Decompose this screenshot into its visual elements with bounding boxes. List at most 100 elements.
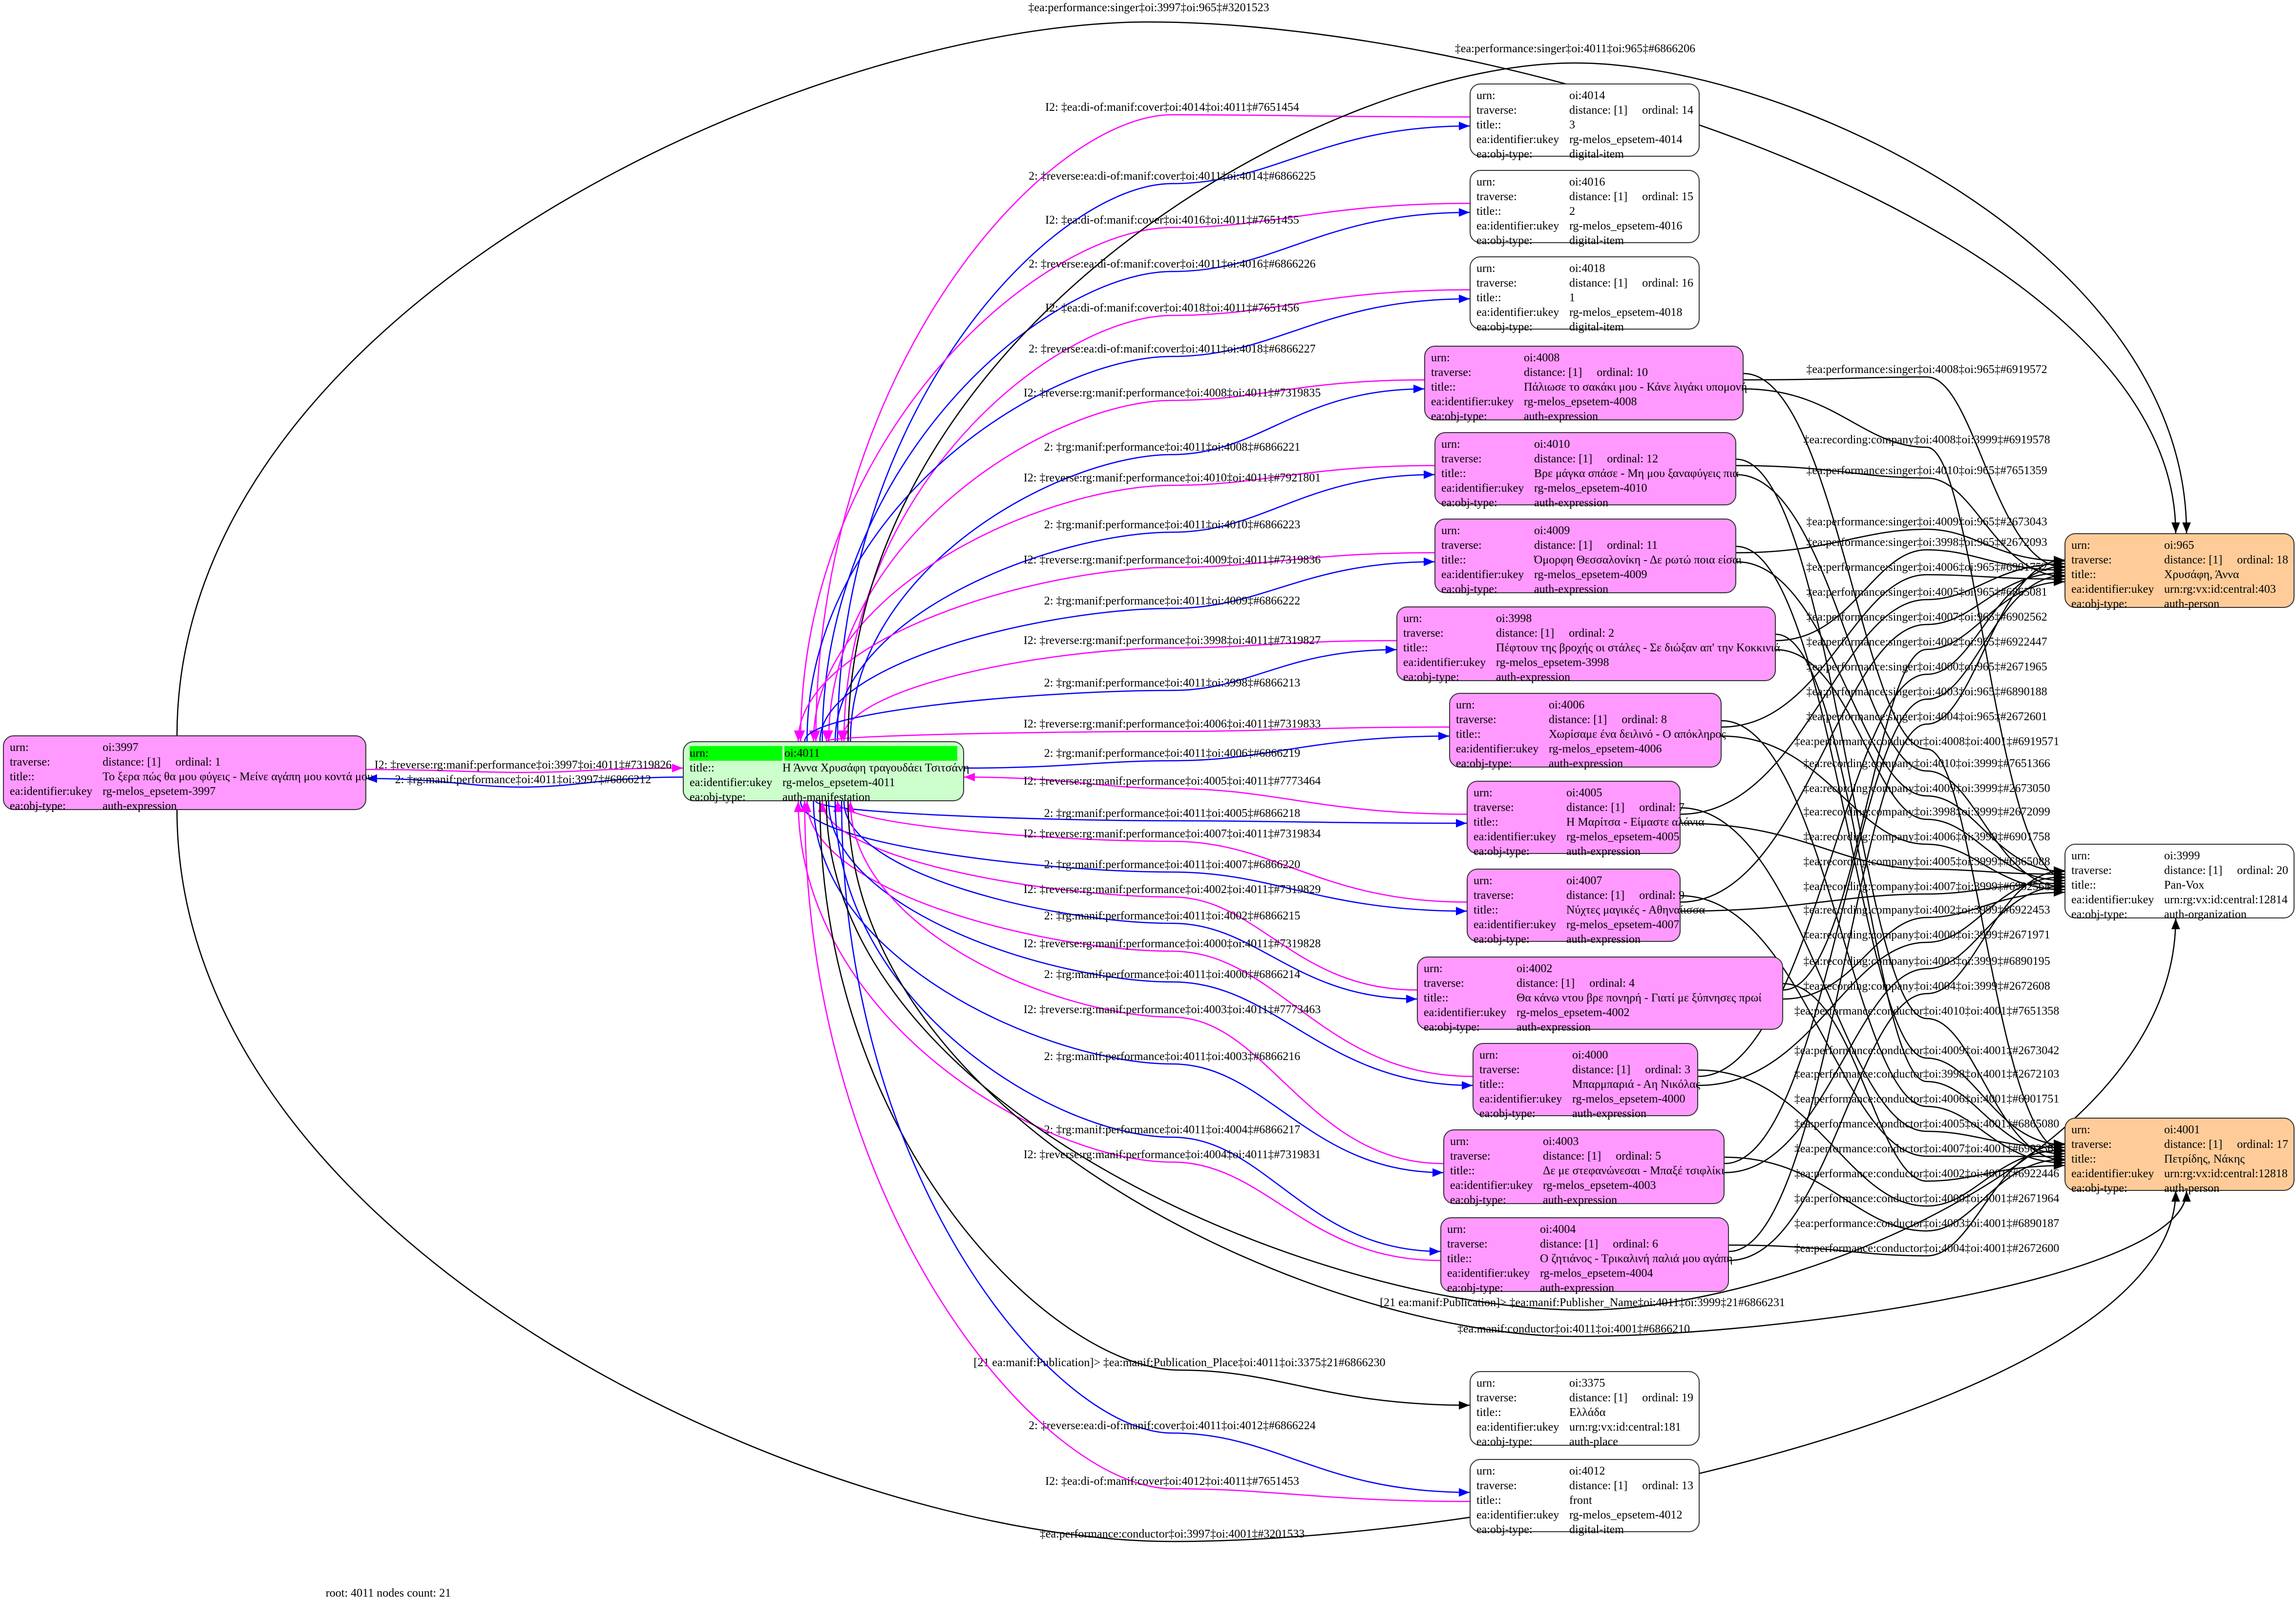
edge-plain [1724,1155,2065,1232]
ordinal-value: ordinal: 17 [2237,1138,2288,1151]
node-row-traverse: traverse:distance: [1]ordinal: 14 [1476,103,1693,118]
distance-value: distance: [1] [1566,889,1625,902]
node-row-title: title::Θα κάνω ντου βρε πονηρή - Γιατί μ… [1424,991,1776,1005]
field-label: ea:identifier:ukey [2071,583,2154,596]
edge-plain [1680,559,2065,815]
field-label: ea:obj-type: [2071,598,2127,610]
type-value: auth-expression [1524,410,1598,423]
distance-value: distance: [1] [1572,1063,1631,1076]
edge-label: I2: ‡reverse:rg:manif:performance‡oi:400… [1024,554,1321,566]
edge-label: ‡ea:performance:conductor‡oi:4000‡oi:400… [1794,1192,2060,1205]
ukey-value: rg-melos_epsetem-4006 [1549,743,1662,755]
edge-label: ‡ea:recording:company‡oi:4010‡oi:3999‡#7… [1803,757,2050,770]
node-row-urn: urn:oi:4005 [1474,786,1674,800]
edge-label: 2: ‡rg:manif:performance‡oi:4011‡oi:4004… [1044,1124,1301,1136]
edge-plain [1728,866,2065,1261]
edge-label: 2: ‡rg:manif:performance‡oi:4011‡oi:4010… [1044,519,1301,531]
edge-label: I2: ‡reverse:rg:manif:performance‡oi:400… [1024,1148,1321,1161]
ukey-value: rg-melos_epsetem-4018 [1569,306,1683,319]
field-label: title:: [1431,381,1456,394]
edge-label: 2: ‡rg:manif:performance‡oi:4011‡oi:3998… [1044,677,1301,689]
ukey-value: urn:rg:vx:id:central:181 [1569,1421,1681,1434]
distance-value: distance: [1] [1569,277,1628,290]
field-label: ea:identifier:ukey [10,785,93,798]
edge-label: ‡ea:performance:conductor‡oi:4007‡oi:400… [1794,1143,2060,1155]
field-label: ea:identifier:ukey [1476,1421,1559,1434]
field-label: traverse: [1403,627,1444,640]
edge-plain [1680,895,2065,1161]
edge-plain [1736,545,2065,1149]
field-label: title:: [1447,1252,1472,1265]
field-label: ea:identifier:ukey [690,776,773,789]
edge-forward [813,801,1444,1177]
field-label: ea:obj-type: [1447,1282,1503,1294]
field-label: ea:obj-type: [1476,1523,1533,1536]
edge-label: ‡ea:performance:conductor‡oi:3998‡oi:400… [1794,1068,2060,1081]
edge-label: I2: ‡reverse:rg:manif:performance‡oi:400… [1024,828,1321,840]
field-label: ea:obj-type: [1441,583,1497,596]
node-row-type: ea:obj-type:auth-person [2071,1181,2288,1196]
title-value: 1 [1569,291,1575,304]
urn-value: oi:4006 [1549,699,1585,711]
field-label: traverse: [1441,539,1482,552]
node-row-traverse: traverse:distance: [1]ordinal: 2 [1403,626,1769,641]
node-row-title: title::Δε με στεφανώνεσαι - Μπαξέ τσιφλί… [1450,1164,1724,1178]
edge-plain [1736,561,2065,876]
edge-plain [1775,649,2065,885]
field-label: urn: [1476,176,1496,188]
edge-label: ‡ea:performance:conductor‡oi:4003‡oi:400… [1794,1217,2060,1230]
field-label: title:: [1474,816,1498,829]
distance-value: distance: [1] [2164,864,2223,877]
node-row-urn: urn:oi:4006 [1456,698,1715,712]
type-value: auth-expression [1543,1194,1617,1207]
field-label: traverse: [1474,889,1514,902]
edge-label: ‡ea:performance:singer‡oi:4010‡oi:965‡#7… [1806,464,2047,477]
urn-value: oi:3375 [1569,1377,1605,1390]
field-label: ea:obj-type: [1476,234,1533,247]
title-value: 3 [1569,119,1575,131]
edge-forward [804,645,1397,742]
ukey-value: rg-melos_epsetem-4012 [1569,1509,1683,1521]
edge-forward [819,557,1435,742]
edge-plain [1724,881,2065,1173]
node-row-type: ea:obj-type:auth-person [2071,597,2288,611]
node-row-title: title::Πετρίδης, Νάκης [2071,1152,2288,1166]
node-row-traverse: traverse:distance: [1]ordinal: 1 [10,755,359,770]
field-label: title:: [2071,568,2096,581]
node-row-traverse: traverse:distance: [1]ordinal: 15 [1476,189,1693,204]
edge-forward [834,801,1441,1256]
distance-value: distance: [1] [1517,977,1575,990]
field-label: urn: [1450,1135,1469,1148]
edge-forward [822,208,1470,742]
field-label: ea:identifier:ukey [1476,1509,1559,1521]
edge-label: ‡ea:performance:conductor‡oi:4008‡oi:400… [1794,735,2060,748]
edge-label: 2: ‡rg:manif:performance‡oi:4011‡oi:4003… [1044,1050,1301,1063]
